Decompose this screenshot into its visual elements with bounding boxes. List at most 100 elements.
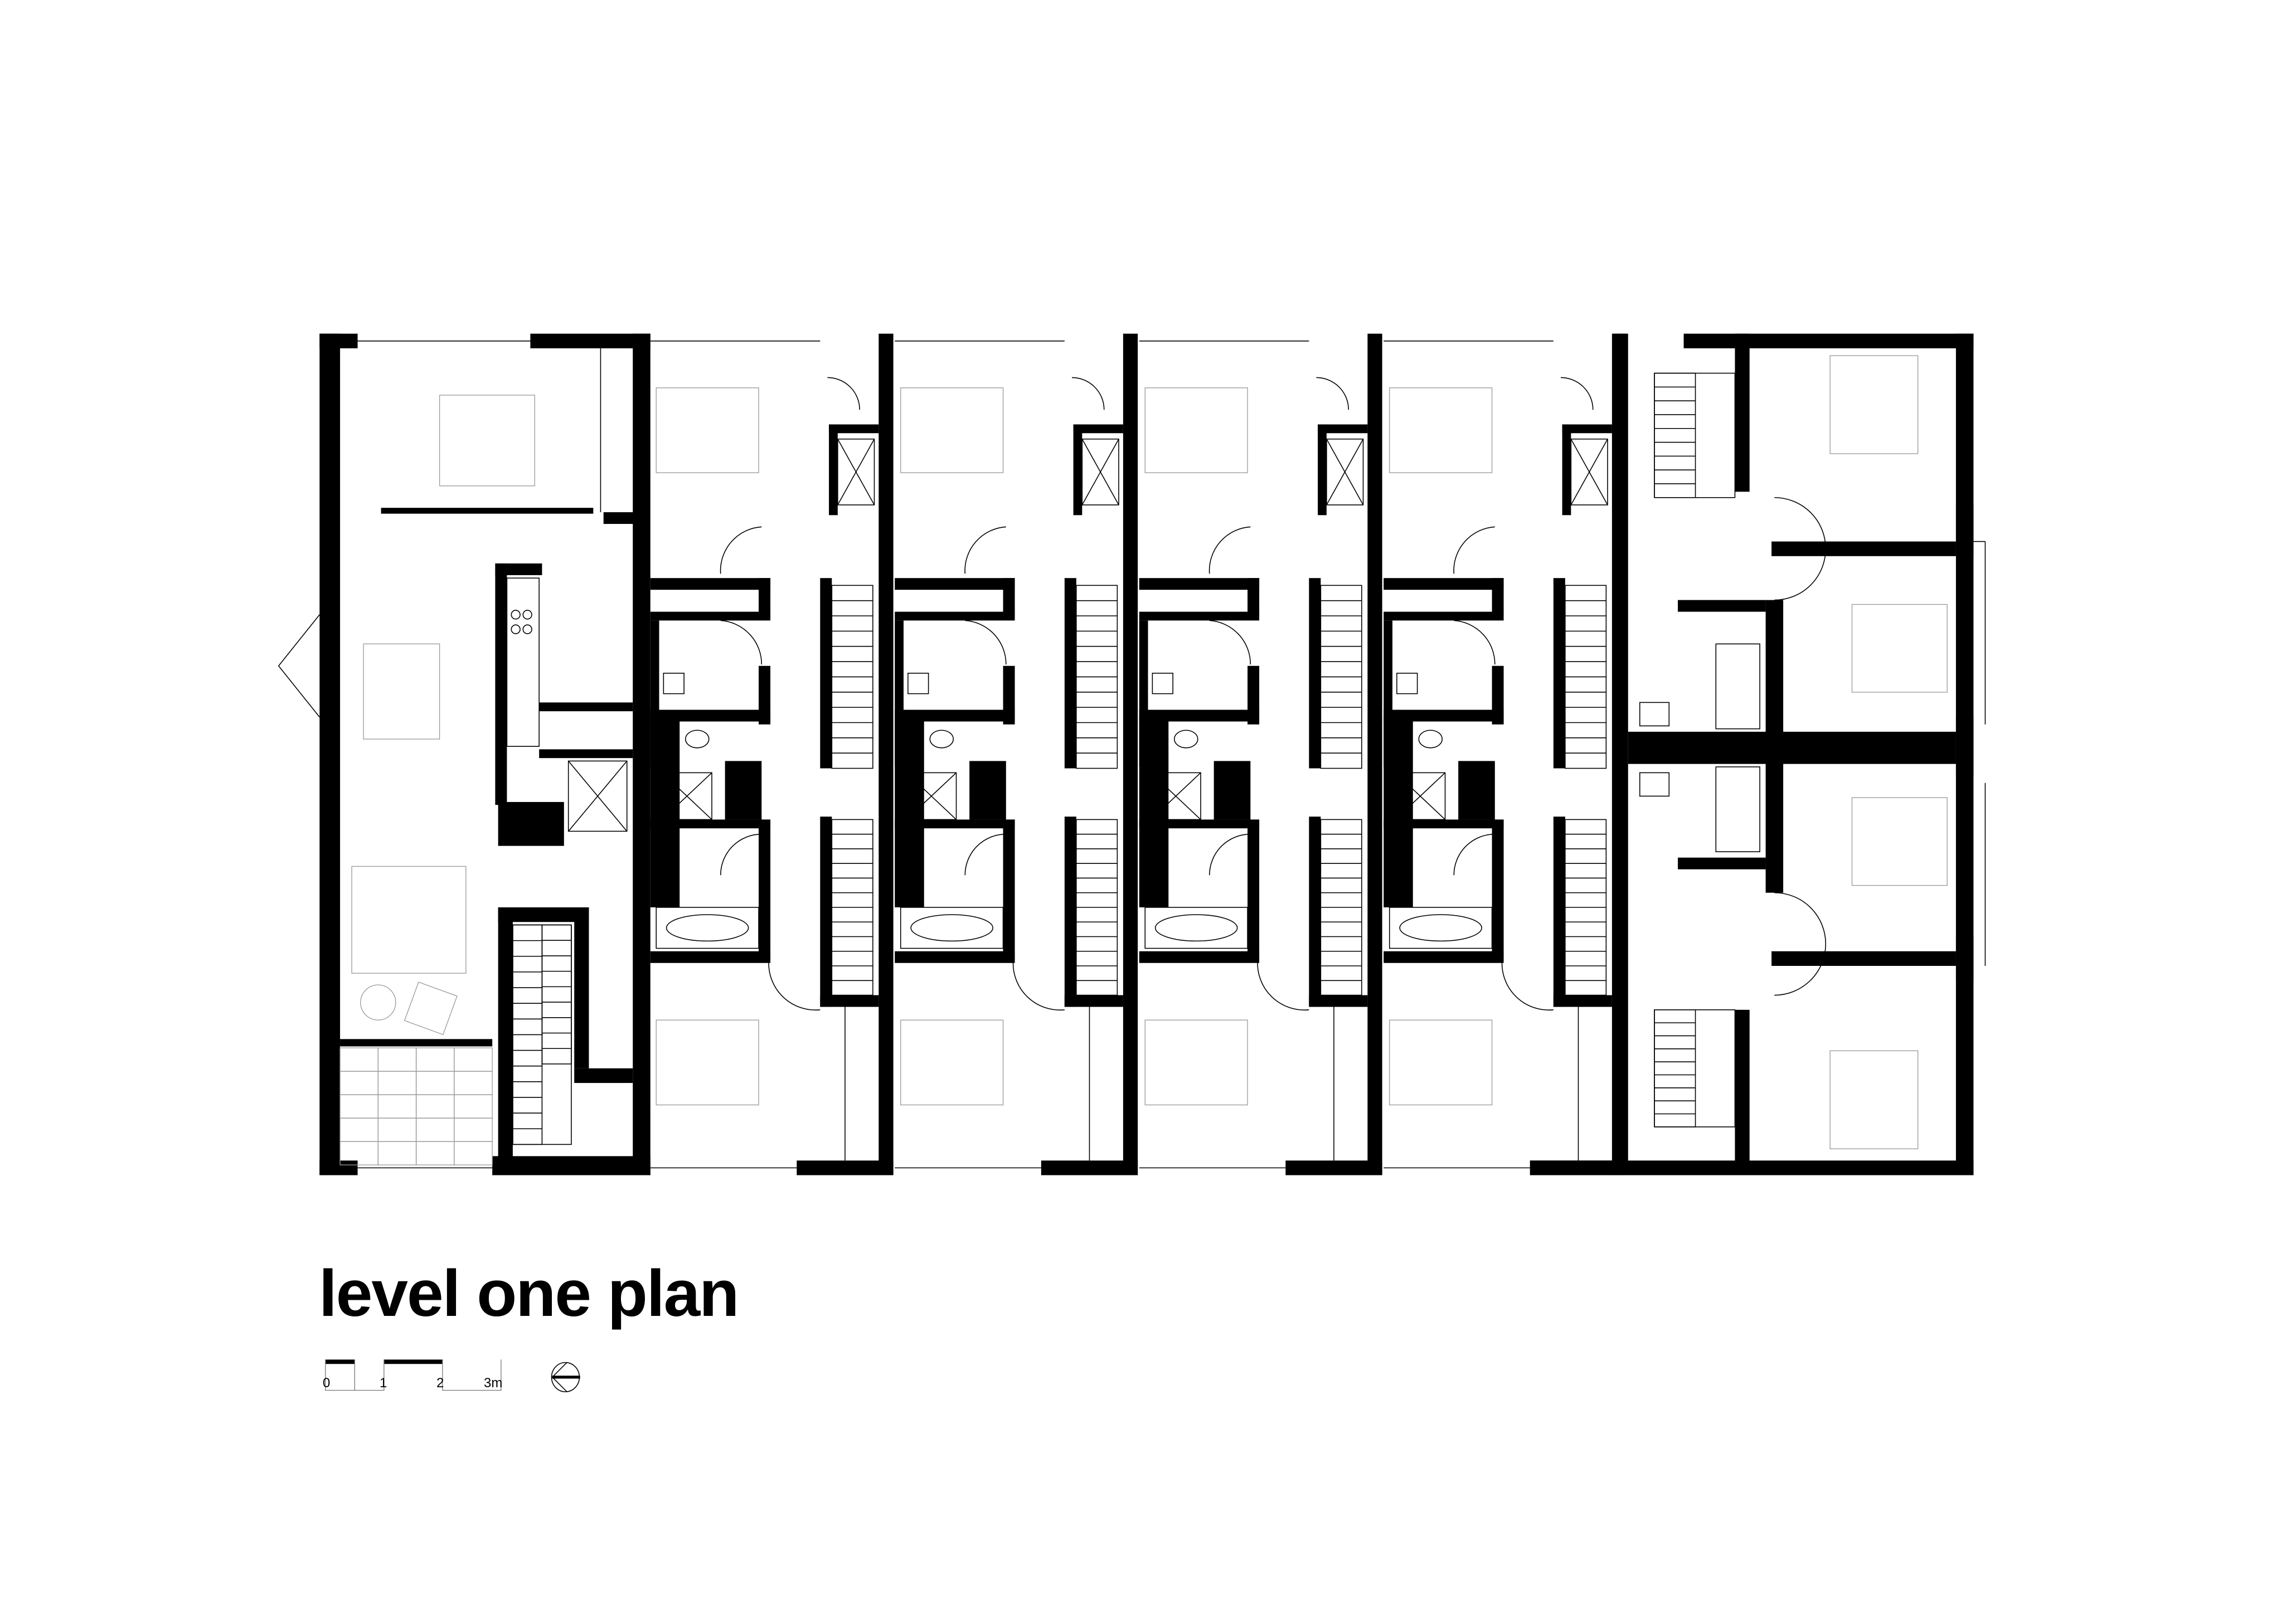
bed — [1851, 797, 1948, 886]
wall — [1003, 578, 1015, 615]
toilet — [1418, 730, 1443, 749]
kitchen-counter — [506, 577, 540, 747]
paving-tile — [377, 1094, 417, 1119]
wall — [1562, 424, 1612, 434]
door-swing — [768, 958, 821, 1010]
paving-tile — [415, 1047, 455, 1072]
wall — [1073, 424, 1083, 516]
bed — [1829, 355, 1919, 454]
scale-label-3: 3m — [484, 1376, 503, 1391]
bath-basin — [666, 914, 749, 942]
x — [906, 772, 957, 820]
wall — [829, 424, 838, 516]
shaft — [837, 438, 875, 506]
x — [1151, 772, 1201, 820]
townhouse-unit — [1139, 333, 1382, 1175]
wall — [969, 761, 1006, 820]
wall — [1492, 665, 1504, 725]
wall — [1123, 333, 1138, 1175]
plan-title: level one plan — [319, 1257, 739, 1330]
wall — [1553, 817, 1565, 1007]
wall — [1041, 1160, 1138, 1175]
wall — [1247, 819, 1260, 959]
wall — [1309, 995, 1368, 1007]
paving-tile — [454, 1094, 493, 1119]
door-swing — [1012, 958, 1065, 1010]
townhouses — [650, 333, 1627, 1175]
wall — [1003, 819, 1015, 959]
wall — [1384, 951, 1504, 963]
wall — [1285, 1160, 1382, 1175]
paving-tile — [377, 1071, 417, 1095]
toilet — [1173, 730, 1198, 749]
wall — [1139, 717, 1169, 907]
wall — [1139, 578, 1260, 590]
door-swing — [720, 526, 762, 574]
door-swing — [1501, 958, 1554, 1010]
wall — [895, 717, 924, 907]
door-swing — [720, 833, 762, 876]
bath-basin — [910, 914, 993, 942]
door-swing — [964, 526, 1006, 574]
scale-label-2: 2 — [436, 1376, 444, 1391]
bed — [900, 387, 1004, 473]
shaft — [1326, 438, 1364, 506]
wall — [820, 995, 879, 1007]
paving-tile — [339, 1094, 378, 1119]
wall — [1458, 761, 1495, 820]
wall — [895, 951, 1015, 963]
wall — [1492, 819, 1504, 959]
door-swing — [1454, 620, 1496, 665]
wall — [1384, 578, 1504, 590]
x — [662, 772, 712, 820]
wall — [1139, 611, 1260, 621]
wall — [1553, 995, 1612, 1007]
wall — [1384, 819, 1504, 829]
left-apartment — [339, 333, 651, 1175]
bath-basin — [1399, 914, 1482, 942]
door-swing — [1257, 958, 1309, 1010]
basin — [907, 673, 929, 694]
door-swing — [1208, 833, 1251, 876]
shower — [1150, 772, 1201, 820]
wall — [1384, 710, 1504, 722]
basin — [1152, 673, 1173, 694]
bed — [1829, 1050, 1919, 1149]
door-swing — [827, 377, 861, 410]
paving-tile — [454, 1071, 493, 1095]
wall — [1247, 578, 1260, 615]
wall — [650, 717, 680, 907]
paving-tile — [415, 1094, 455, 1119]
stair-flight — [1654, 1009, 1696, 1128]
wall — [1213, 761, 1251, 820]
sofa — [351, 866, 467, 974]
townhouse-unit — [1384, 333, 1627, 1175]
bed — [1851, 604, 1948, 693]
wall — [1530, 1160, 1627, 1175]
wall — [820, 578, 832, 769]
wall — [650, 578, 771, 590]
door-swing — [1453, 526, 1495, 574]
door-swing — [1560, 377, 1594, 410]
bed — [439, 395, 535, 487]
bathtub — [1389, 907, 1493, 949]
wall — [1064, 995, 1123, 1007]
shaft — [1570, 438, 1608, 506]
toilet — [929, 730, 954, 749]
stair-flight — [1654, 372, 1696, 498]
wall — [1492, 578, 1504, 615]
wall — [650, 710, 771, 722]
wall — [895, 611, 1015, 621]
paving-tile — [454, 1141, 493, 1165]
wall — [1064, 817, 1076, 1007]
shower — [661, 772, 712, 820]
bathtub — [1144, 907, 1248, 949]
wall — [725, 761, 762, 820]
shower — [906, 772, 957, 820]
x — [1326, 439, 1364, 506]
townhouse-unit — [895, 333, 1138, 1175]
shower — [1395, 772, 1446, 820]
wall — [895, 710, 1015, 722]
wall — [1064, 578, 1076, 769]
